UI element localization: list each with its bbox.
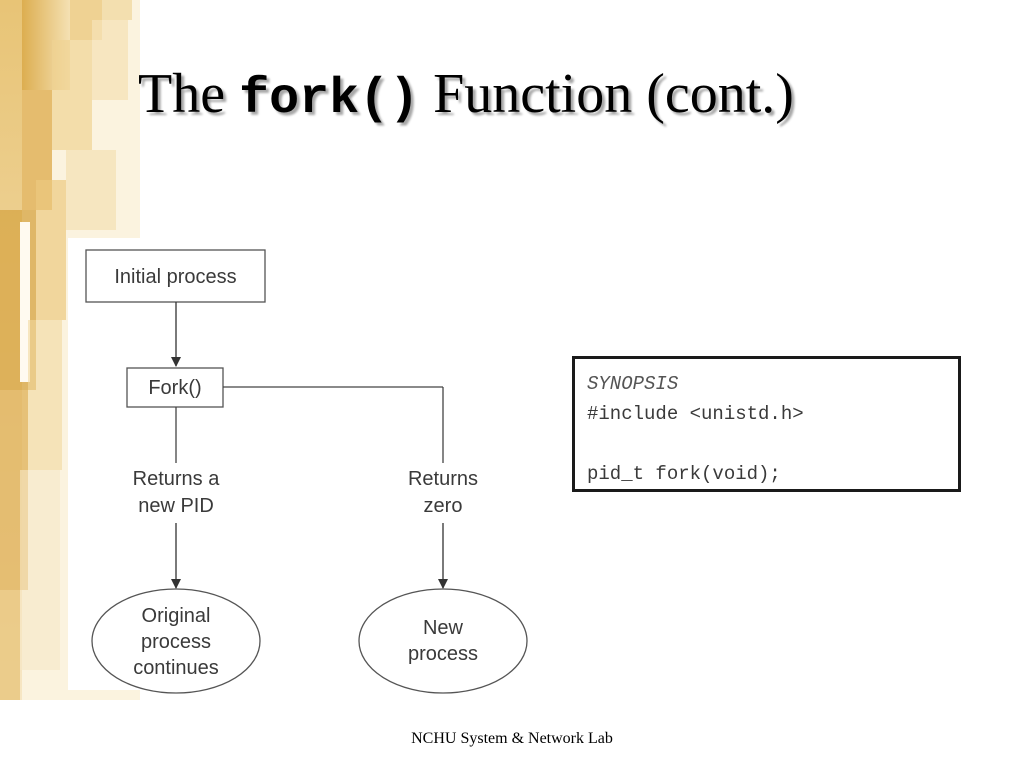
new-process-ellipse	[358, 588, 528, 694]
title-suffix: Function (cont.)	[433, 63, 794, 125]
synopsis-box: SYNOPSIS #include <unistd.h> pid_t fork(…	[572, 356, 961, 492]
slide-title: The fork() Function (cont.)	[138, 58, 794, 136]
original-process-line-2: process	[141, 631, 211, 653]
title-prefix: The	[138, 63, 226, 125]
fork-label: Fork()	[148, 377, 201, 399]
synopsis-include: #include <unistd.h>	[587, 403, 804, 425]
original-process-line-1: Original	[142, 605, 211, 627]
right-return-label-line-2: zero	[424, 495, 463, 517]
left-return-label-line-1: Returns a	[133, 468, 221, 490]
new-process-line-1: New	[423, 617, 464, 639]
original-process-ellipse	[91, 588, 261, 694]
fork-box	[126, 367, 224, 408]
right-return-label-line-1: Returns	[408, 468, 478, 490]
new-process-line-2: process	[408, 643, 478, 665]
initial-process-box	[85, 249, 266, 303]
synopsis-blank-line	[587, 429, 946, 459]
synopsis-heading: SYNOPSIS	[587, 373, 679, 395]
original-process-line-3: continues	[133, 657, 219, 679]
slide-footer: NCHU System & Network Lab	[411, 730, 613, 747]
initial-process-label: Initial process	[114, 266, 236, 288]
synopsis-signature: pid_t fork(void);	[587, 463, 781, 485]
left-return-label-line-2: new PID	[138, 495, 214, 517]
title-code: fork()	[239, 71, 420, 128]
